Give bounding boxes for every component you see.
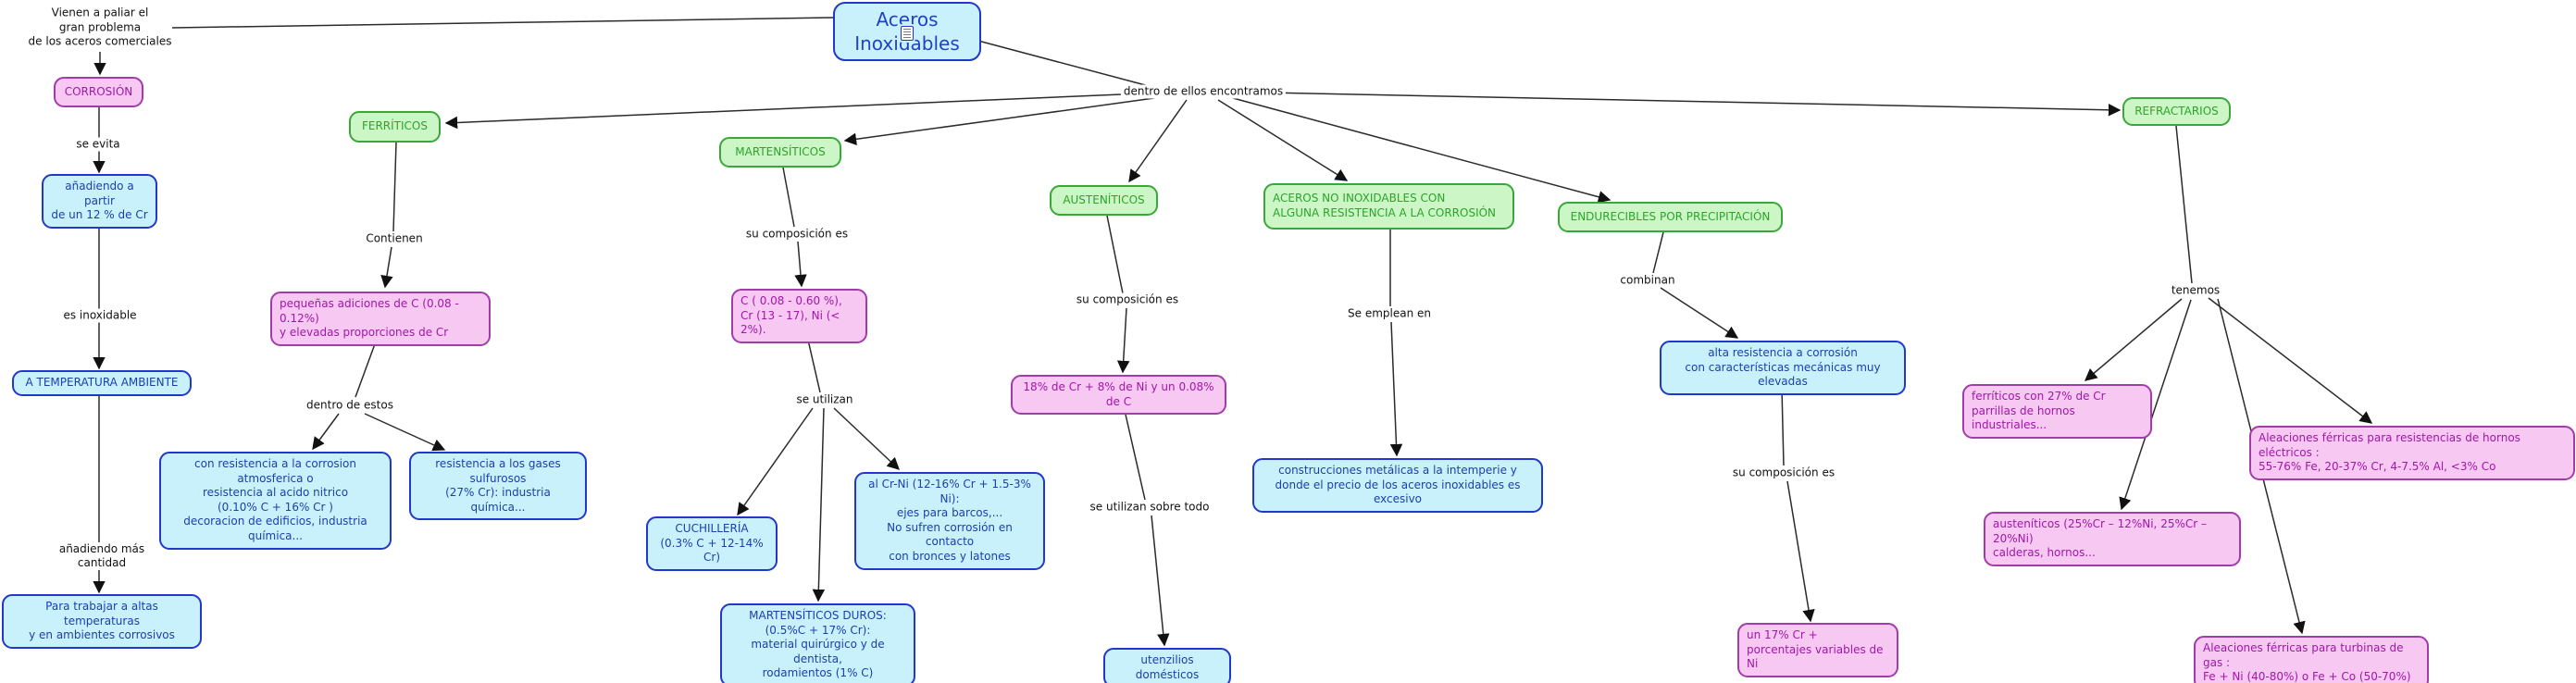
node-composicion-martensiticos[interactable]: C ( 0.08 - 0.60 %), Cr (13 - 17), Ni (< … [731, 289, 867, 343]
edge-tenemos-to-hornoselectricos [2208, 297, 2373, 424]
label-se-evita[interactable]: se evita [73, 137, 123, 152]
node-ferriticos[interactable]: FERRÍTICOS [349, 111, 441, 143]
edge-refractarios-to-tenemos [2175, 125, 2193, 284]
node-pequenas-adiciones[interactable]: pequeñas adiciones de C (0.08 - 0.12%) y… [270, 292, 491, 346]
node-refractarios[interactable]: REFRACTARIOS [2122, 97, 2231, 126]
edge-composicionmart-to-seutilizan [806, 335, 821, 393]
edge-tenemos-to-ferriticos27 [2084, 298, 2183, 381]
node-martensiticos-duros[interactable]: MARTENSÍTICOS DUROS: (0.5%C + 17% Cr): m… [720, 603, 915, 683]
label-combinan[interactable]: combinan [1617, 273, 1678, 288]
edge-tenemos-to-austeniticoscalderas [2119, 299, 2192, 511]
edge-hub-to-acerosnoinox [1217, 99, 1349, 181]
resource-icon-lines [903, 29, 911, 38]
node-para-trabajar[interactable]: Para trabajar a altas temperaturas y en … [2, 594, 202, 649]
node-austeniticos-calderas[interactable]: austeníticos (25%Cr – 12%Ni, 25%Cr – 20%… [1984, 512, 2241, 566]
node-martensiticos[interactable]: MARTENSÍTICOS [719, 137, 841, 168]
node-aleaciones-hornos-electricos[interactable]: Aleaciones férricas para resistencias de… [2249, 426, 2575, 480]
edge-composicionaust-to-sobretodo [1123, 405, 1146, 501]
edge-combinan-to-altaresistencia [1660, 287, 1739, 339]
edge-title-to-hub [960, 35, 1153, 88]
node-anadiendo-12-cr[interactable]: añadiendo a partir de un 12 % de Cr [42, 174, 157, 229]
resource-icon[interactable] [901, 26, 914, 41]
edge-seutilizan-to-duros [812, 407, 826, 602]
label-contienen[interactable]: Contienen [363, 231, 426, 246]
edge-austeniticos-to-sucomp2 [1106, 215, 1124, 294]
edge-hub-to-austeniticos [1128, 99, 1188, 183]
edge-title-to-vienen [171, 17, 834, 29]
node-ferriticos-27-cr[interactable]: ferríticos con 27% de Cr parrillas de ho… [1962, 384, 2152, 439]
label-anadiendo-mas[interactable]: añadiendo más cantidad [56, 542, 148, 570]
edge-seutilizan-to-crni [833, 407, 900, 470]
label-se-emplean-en[interactable]: Se emplean en [1345, 306, 1434, 321]
edge-endurecibles-to-combinan [1652, 231, 1664, 274]
label-su-composicion-mart[interactable]: su composición es [742, 227, 852, 242]
edge-hub-to-martensiticos [843, 97, 1155, 146]
node-alta-resistencia[interactable]: alta resistencia a corrosión con caracte… [1660, 341, 1906, 395]
edge-dentroestos-to-atmosferica [312, 413, 340, 451]
node-austeniticos[interactable]: AUSTENÍTICOS [1050, 185, 1158, 216]
label-es-inoxidable[interactable]: es inoxidable [60, 308, 140, 323]
edge-seutilizan-to-cuchilleria [737, 407, 814, 516]
label-se-utilizan[interactable]: se utilizan [793, 392, 856, 407]
node-al-cr-ni[interactable]: al Cr-Ni (12-16% Cr + 1.5-3% Ni): ejes p… [854, 472, 1045, 570]
edge-hub-to-refractarios [1263, 92, 2122, 117]
edge-sucomp3-to-un17cr [1786, 480, 1815, 623]
node-endurecibles[interactable]: ENDURECIBLES POR PRECIPITACIÓN [1558, 202, 1783, 232]
edge-dentroestos-to-sulfurosos [364, 413, 446, 452]
label-su-composicion-end[interactable]: su composición es [1729, 466, 1838, 480]
node-aleaciones-turbinas-gas[interactable]: Aleaciones férricas para turbinas de gas… [2194, 636, 2429, 683]
edge-contienen-to-pequenas [380, 246, 393, 289]
node-vienen-a-paliar[interactable]: Vienen a paliar el gran problema de los … [28, 6, 172, 48]
node-aceros-no-inoxidables[interactable]: ACEROS NO INOXIDABLES CON ALGUNA RESISTE… [1263, 183, 1514, 230]
node-a-temperatura-ambiente[interactable]: A TEMPERATURA AMBIENTE [12, 370, 192, 396]
edge-altaresistencia-to-sucomp3 [1781, 387, 1785, 466]
node-composicion-austeniticos[interactable]: 18% de Cr + 8% de Ni y un 0.08% de C [1011, 375, 1226, 416]
label-dentro-de-estos[interactable]: dentro de estos [304, 398, 396, 413]
label-se-utilizan-sobre-todo[interactable]: se utilizan sobre todo [1087, 500, 1213, 515]
node-resistencia-gases-sulfurosos[interactable]: resistencia a los gases sulfurosos (27% … [409, 452, 587, 521]
edge-ferriticos-to-contienen [392, 142, 397, 232]
edge-martensiticos-to-sucomp [782, 167, 795, 228]
edge-sucomp2-to-composicionaust [1116, 307, 1130, 374]
node-cuchilleria[interactable]: CUCHILLERÍA (0.3% C + 12-14% Cr) [646, 516, 778, 571]
node-corrosion[interactable]: CORROSIÓN [54, 77, 143, 107]
edge-sobretodo-to-utenzilios [1151, 515, 1170, 647]
node-construcciones-metalicas[interactable]: construcciones metálicas a la intemperie… [1252, 458, 1543, 513]
node-resistencia-corrosion-atmosferica[interactable]: con resistencia a la corrosion atmosferi… [159, 452, 392, 550]
label-dentro-de-ellos[interactable]: dentro de ellos encontramos [1120, 84, 1287, 99]
label-su-composicion-aust[interactable]: su composición es [1073, 292, 1182, 307]
edge-hub-to-endurecibles [1232, 97, 1612, 204]
edge-seemplean-to-construcciones [1389, 321, 1403, 457]
edge-hub-to-ferriticos [444, 93, 1144, 130]
node-utenzilios-domesticos[interactable]: utenzilios domésticos [1103, 648, 1231, 683]
label-tenemos[interactable]: tenemos [2168, 283, 2223, 298]
node-un-17-cr[interactable]: un 17% Cr + porcentajes variables de Ni [1737, 623, 1898, 677]
edge-sucomp-to-composicionmart [794, 241, 807, 288]
